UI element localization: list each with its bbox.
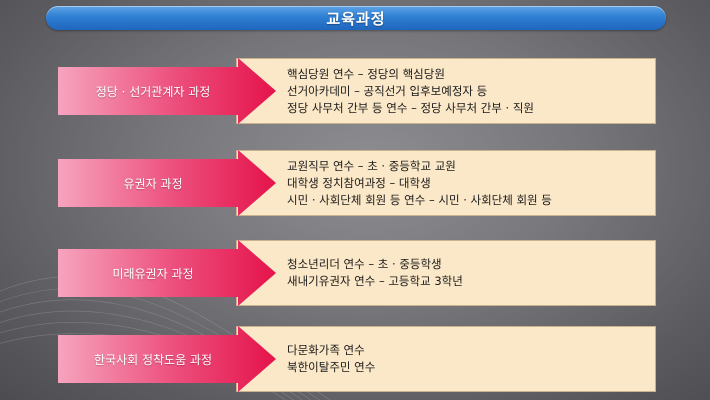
course-line: 북한이탈주민 연수 — [287, 360, 376, 374]
course-label-arrow: 유권자 과정 — [58, 150, 276, 216]
course-line: 청소년리더 연수 – 초 · 중등학생 — [287, 257, 442, 271]
course-row-political: 핵심당원 연수 – 정당의 핵심당원 선거아카데미 – 공직선거 입후보예정자 … — [58, 58, 658, 124]
course-label-arrow: 한국사회 정착도움 과정 — [58, 326, 276, 392]
course-line: 핵심당원 연수 – 정당의 핵심당원 — [287, 66, 445, 81]
course-content-box: 다문화가족 연수 북한이탈주민 연수 — [236, 326, 656, 392]
course-label: 미래유권자 과정 — [112, 266, 194, 281]
course-label: 유권자 과정 — [123, 176, 183, 191]
course-content-box: 핵심당원 연수 – 정당의 핵심당원 선거아카데미 – 공직선거 입후보예정자 … — [236, 58, 656, 124]
arrow-shape — [58, 326, 276, 392]
course-line: 새내기유권자 연수 – 고등학교 3학년 — [287, 274, 463, 288]
arrow-shape — [58, 240, 276, 306]
course-line: 다문화가족 연수 — [287, 343, 365, 357]
course-label-arrow: 정당 · 선거관계자 과정 — [58, 58, 276, 124]
page-title: 교육과정 — [326, 9, 386, 28]
course-label: 정당 · 선거관계자 과정 — [95, 84, 211, 99]
course-line: 선거아카데미 – 공직선거 입후보예정자 등 — [287, 83, 488, 98]
course-content-box: 청소년리더 연수 – 초 · 중등학생 새내기유권자 연수 – 고등학교 3학년 — [236, 240, 656, 306]
course-line: 교원직무 연수 – 초 · 중등학교 교원 — [287, 158, 456, 173]
course-line: 정당 사무처 간부 등 연수 – 정당 사무처 간부 · 직원 — [287, 100, 534, 115]
course-line: 대학생 정치참여과정 – 대학생 — [287, 175, 431, 190]
course-content-box: 교원직무 연수 – 초 · 중등학교 교원 대학생 정치참여과정 – 대학생 시… — [236, 150, 656, 216]
course-row-voter: 교원직무 연수 – 초 · 중등학교 교원 대학생 정치참여과정 – 대학생 시… — [58, 150, 658, 216]
course-label-arrow: 미래유권자 과정 — [58, 240, 276, 306]
course-row-future-voter: 청소년리더 연수 – 초 · 중등학생 새내기유권자 연수 – 고등학교 3학년… — [58, 240, 658, 306]
course-line: 시민 · 사회단체 회원 등 연수 – 시민 · 사회단체 회원 등 — [287, 192, 552, 207]
arrow-shape — [58, 58, 276, 124]
arrow-shape — [58, 150, 276, 216]
course-label: 한국사회 정착도움 과정 — [93, 352, 213, 367]
title-bar: 교육과정 — [46, 6, 666, 30]
course-row-settlement: 다문화가족 연수 북한이탈주민 연수 한국사회 정착도움 과정 — [58, 326, 658, 392]
